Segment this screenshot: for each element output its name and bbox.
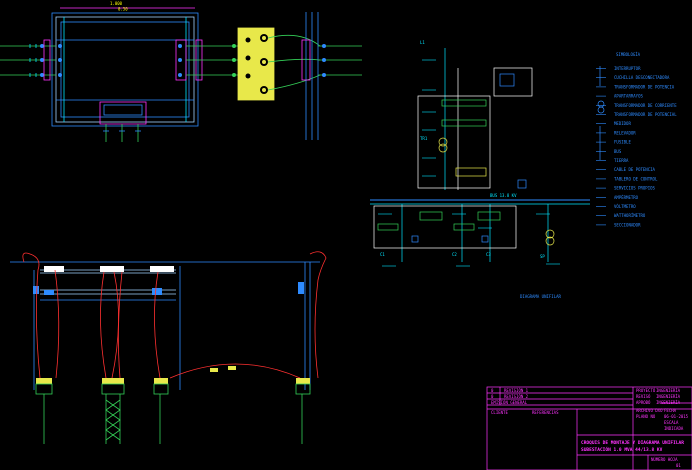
plan-view: 1.000 0.50 [0, 1, 362, 142]
legend-item: TABLERO DE CONTROL [614, 176, 658, 181]
sig-role-2: REVISÓ [636, 394, 651, 399]
plan-label: PLANO NO [636, 414, 656, 419]
elevation-view [10, 251, 327, 444]
label-tr1: TR1 [420, 136, 428, 141]
sig-role-3: APROBÓ [636, 400, 651, 405]
label-bus: BUS 13.8 KV [490, 193, 517, 198]
sheet-value: 01 [676, 463, 681, 468]
unifilar-footer: DIAGRAMA UNIFILAR [520, 294, 562, 299]
sig-value-2: INGENIERÍA [656, 394, 681, 399]
title-block-text: 0 0 REVISIÓN 1 REVISIÓN 2 EMISIÓN GENERA… [491, 388, 689, 468]
rev-row-3: EMISIÓN GENERAL [491, 400, 528, 405]
legend-item: APARTARRAYOS [614, 94, 643, 99]
rev-row-2: REVISIÓN 2 [504, 394, 529, 399]
rev-num-1: 0 [491, 388, 494, 393]
legend-heading: SIMBOLOGÍA [616, 52, 641, 57]
legend-item: MEDIDOR [614, 121, 631, 126]
scale-label: ESCALA [664, 420, 679, 425]
label-sp: SP [540, 254, 545, 259]
date-value: 06-01-2015 [664, 414, 689, 419]
sig-value-1: INGENIERÍA [656, 388, 681, 393]
legend-item: VÓLTMETRO [614, 204, 636, 209]
legend-item: INTERRUPTOR [614, 66, 641, 71]
label-l1: L1 [420, 40, 425, 45]
rev-row-1: REVISIÓN 1 [504, 388, 529, 393]
sig-role-1: PROYECTÓ [636, 388, 656, 393]
legend-item: TIERRA [614, 158, 629, 163]
legend-item: TRANSFORMADOR DE POTENCIAL [614, 112, 677, 117]
legend-item: CABLE DE POTENCIA [614, 167, 656, 172]
legend-item: BUS [614, 149, 622, 154]
legend-item: WATTHORÍMETRO [614, 213, 646, 218]
title-block [486, 386, 692, 470]
date-label: FECHA [664, 408, 677, 413]
legend-item: TRANSFORMADOR DE POTENCIA [614, 84, 675, 89]
label-c1: C1 [380, 252, 385, 257]
legend: SIMBOLOGÍA INTERRUPTOR CUCHILLA DESCONECT… [596, 52, 677, 227]
client-label: CLIENTE [491, 410, 508, 415]
sig-value-3: INGENIERÍA [656, 400, 681, 405]
drawing-title-line1: CROQUIS DE MONTAJE Y DIAGRAMA UNIFILAR [581, 440, 684, 446]
transformer-plan-box [237, 27, 275, 101]
rev-num-2: 0 [491, 394, 494, 399]
label-c3: C3 [486, 252, 491, 257]
dim-sub-text: 0.50 [118, 7, 128, 12]
legend-item: RELEVADOR [614, 130, 636, 135]
dim-top-text: 1.000 [110, 1, 123, 6]
sheet-label: NÚMERO HOJA [651, 457, 678, 462]
drawing-title-line2: SUBESTACIÓN 1.0 MVA 44/13.8 KV [581, 446, 663, 453]
file-label: ARCHIVO DXO [636, 408, 663, 413]
legend-item: SERVICIOS PROPIOS [614, 186, 656, 191]
legend-item: AMPÉRMETRO [614, 195, 639, 200]
legend-item: TRANSFORMADOR DE CORRIENTE [614, 103, 677, 108]
legend-item: FUSIBLE [614, 140, 631, 145]
label-c2: C2 [452, 252, 457, 257]
single-line-diagram: L1 TR1 BUS 13.8 KV C1 C2 C3 SP DIAGRAMA … [370, 40, 590, 299]
ref-label: REFERENCIAS [532, 410, 559, 415]
legend-item: SECCIONADOR [614, 222, 641, 227]
legend-item: CUCHILLA DESCONECTADORA [614, 75, 670, 80]
scale-value: INDICADA [664, 426, 684, 431]
